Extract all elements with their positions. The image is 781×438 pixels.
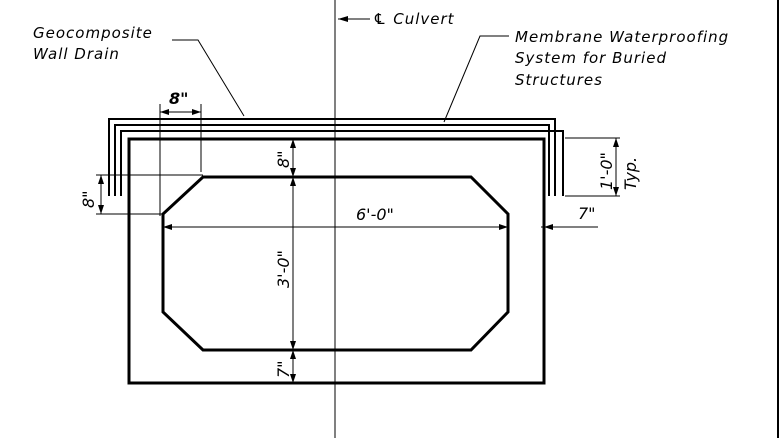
membrane-label-line1: Membrane Waterproofing [515,28,729,46]
drain-label-line2: Wall Drain [33,45,120,63]
dim-bottom-slab-arrow-b [290,374,296,383]
dim-lap-typ-text: Typ. [621,157,640,190]
membrane-label-line3: Structures [515,71,603,89]
membrane-layer-outer [108,118,556,196]
dim-span-arrow-l [163,224,172,230]
dim-span-text: 6'-0" [356,205,394,224]
dim-left-offset-arrow-t [98,175,104,184]
membrane-label-line2: System for Buried [515,49,667,67]
wall-drain-layer [120,130,564,196]
dim-drain-width-text: 8" [169,89,188,108]
membrane-leader [443,35,509,123]
culvert-inner-opening [161,175,510,352]
membrane-layer-inner [114,124,550,196]
centerline-arrow [338,16,348,22]
drain-leader [172,39,245,117]
dim-rise-text: 3'-0" [274,250,293,288]
dim-drain-width-arrow-l [160,109,169,115]
dim-rise-arrow-t [290,177,296,186]
dim-lap-arrow-t [613,138,619,147]
dim-lap-arrow-b [613,187,619,196]
dim-wall-arrow [544,224,553,230]
dim-left-offset-text: 8" [79,190,98,208]
culvert-outer-wall [127,137,546,385]
dim-span-arrow-r [499,224,508,230]
dim-top-slab-text: 8" [274,150,293,168]
dim-wall-text: 7" [578,204,596,223]
dim-lap-text: 1'-0" [597,152,616,190]
dim-bottom-slab-arrow-t [290,350,296,359]
centerline-label: ℄ Culvert [373,10,455,28]
dim-left-offset-arrow-b [98,205,104,214]
dim-top-slab-arrow-t [290,139,296,148]
dim-drain-width-arrow-r [192,109,201,115]
drain-label-line1: Geocomposite [33,24,153,42]
dim-top-slab-arrow-b [290,168,296,177]
dim-bottom-slab-text: 7" [274,360,293,378]
dim-rise-arrow-b [290,341,296,350]
